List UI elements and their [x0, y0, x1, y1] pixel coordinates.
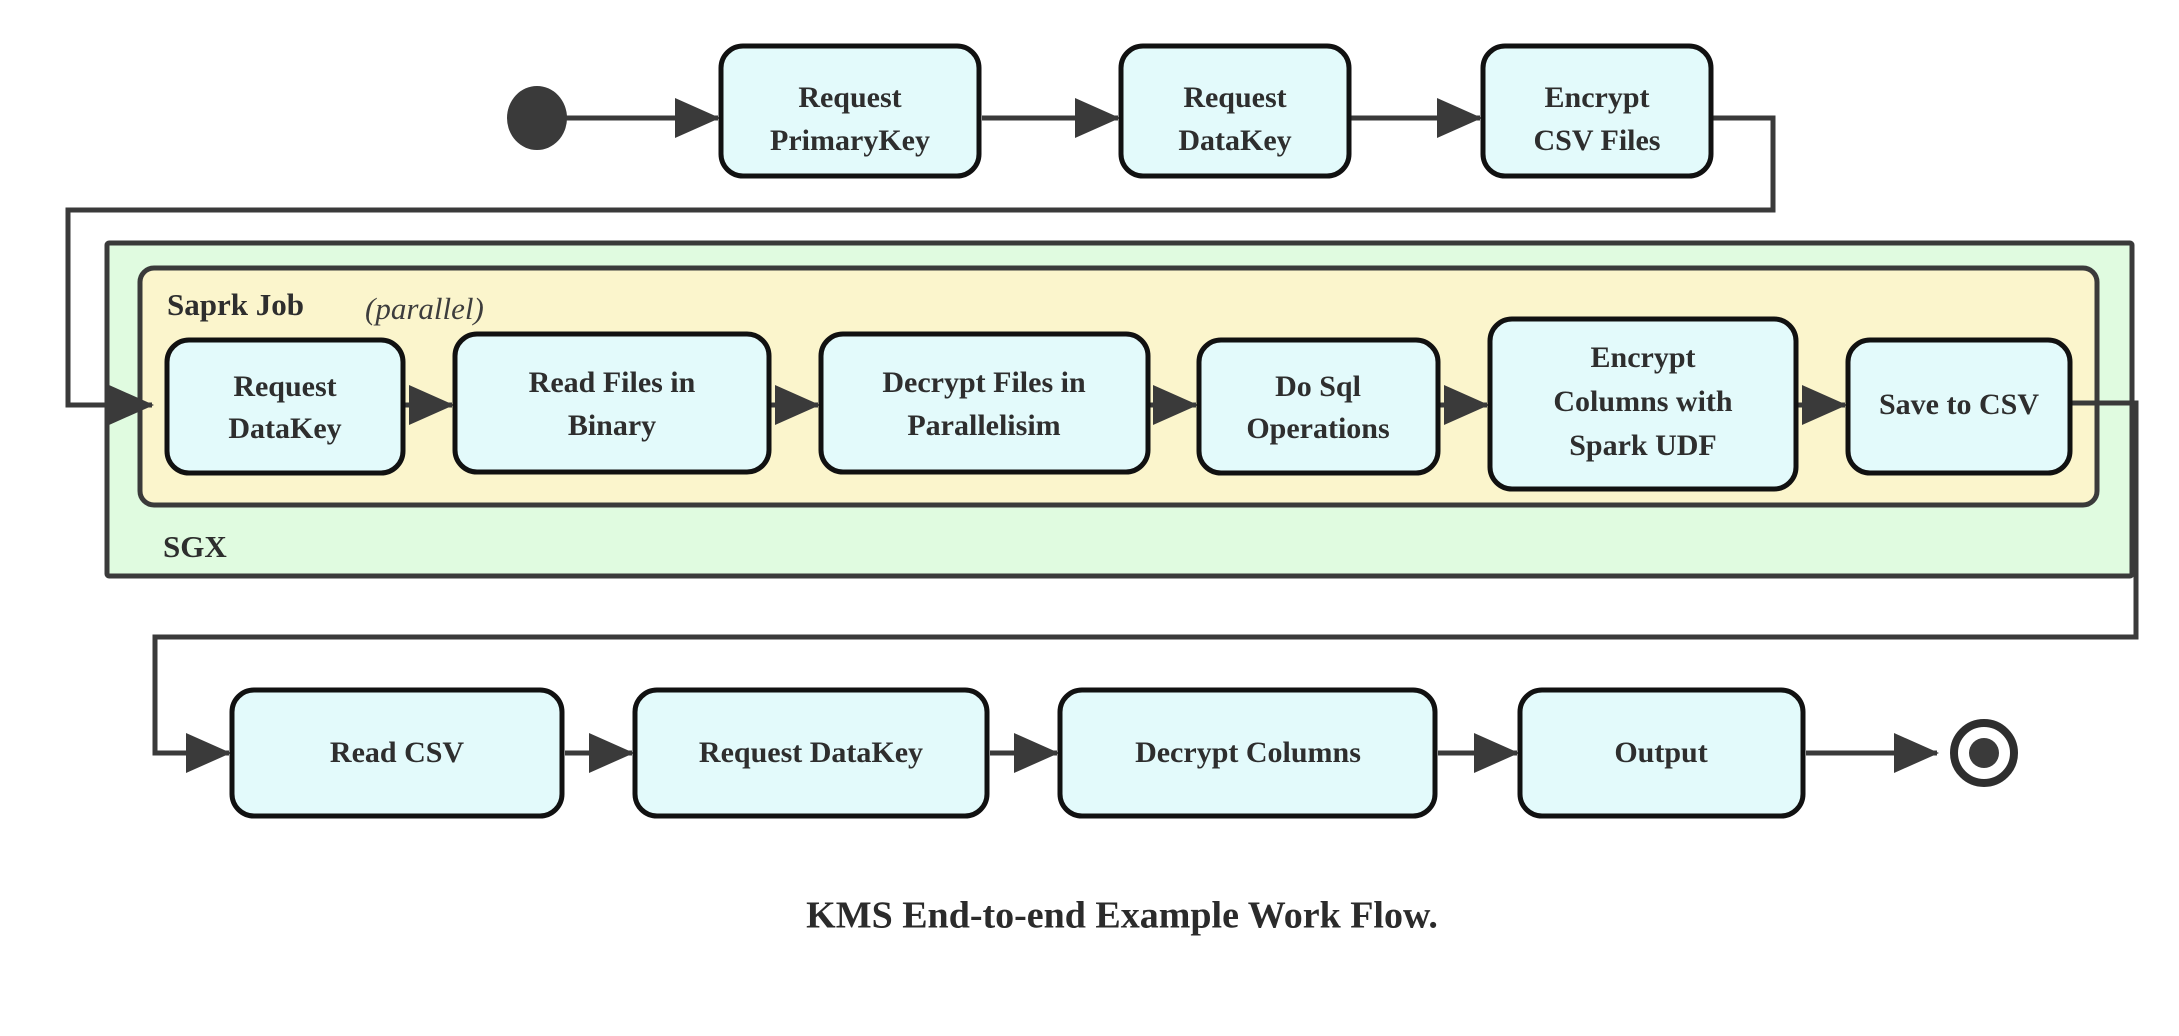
node-decrypt-columns[interactable]: Decrypt Columns: [1057, 687, 1438, 819]
spark-job-container-label: Saprk Job: [167, 287, 304, 322]
node-request-datakey-spark-line1: Request: [233, 370, 336, 403]
node-read-files-in-binary-line1: Read Files in: [529, 366, 696, 399]
start-node-circle: [507, 86, 567, 150]
node-read-csv-line1: Read CSV: [330, 736, 465, 769]
node-decrypt-files-in-parallelisim-line1: Decrypt Files in: [882, 366, 1086, 399]
node-decrypt-files-in-parallelisim-rect[interactable]: [818, 331, 1151, 475]
diagram-caption: KMS End-to-end Example Work Flow.: [806, 895, 1438, 937]
node-request-datakey-top-rect[interactable]: [1118, 43, 1352, 179]
node-do-sql-operations[interactable]: Do Sql Operations: [1196, 337, 1441, 476]
end-node: [1950, 719, 2018, 787]
node-decrypt-columns-rect[interactable]: [1057, 687, 1438, 819]
node-request-datakey-top-line2: DataKey: [1178, 124, 1291, 157]
node-read-files-in-binary-line2: Binary: [568, 409, 656, 442]
sgx-container-label: SGX: [163, 529, 227, 564]
node-do-sql-operations-rect[interactable]: [1196, 337, 1441, 476]
node-output-line1: Output: [1614, 736, 1707, 769]
node-save-to-csv-line1: Save to CSV: [1879, 388, 2039, 421]
edge-save-to-csv-to-read-csv: [152, 400, 2139, 773]
node-encrypt-csv-files-line2: CSV Files: [1534, 124, 1661, 157]
spark-job-parallel-label: (parallel): [365, 291, 484, 326]
node-request-datakey-spark-line2: DataKey: [228, 412, 341, 445]
node-request-datakey-spark[interactable]: Request DataKey: [164, 337, 406, 476]
node-read-files-in-binary[interactable]: Read Files in Binary: [452, 331, 772, 475]
node-request-datakey-bottom-rect[interactable]: [632, 687, 990, 819]
node-request-datakey-spark-rect[interactable]: [164, 337, 406, 476]
node-encrypt-columns-line1: Encrypt: [1591, 341, 1696, 374]
node-request-datakey-top-line1: Request: [1183, 81, 1286, 114]
node-output-rect[interactable]: [1517, 687, 1806, 819]
node-encrypt-csv-files[interactable]: Encrypt CSV Files: [1480, 43, 1714, 179]
node-decrypt-files-in-parallelisim-line2: Parallelisim: [907, 409, 1060, 442]
node-request-datakey-bottom[interactable]: Request DataKey: [632, 687, 990, 819]
edge-encrypt-csv-files-to-request-datakey-spark: [65, 115, 1776, 425]
start-node: [507, 86, 567, 150]
node-request-datakey-top[interactable]: Request DataKey: [1118, 43, 1352, 179]
node-encrypt-columns-with-spark-udf-rect[interactable]: [1487, 316, 1799, 492]
node-save-to-csv[interactable]: Save to CSV: [1845, 337, 2073, 476]
node-request-primarykey-rect[interactable]: [718, 43, 982, 179]
node-read-csv-rect[interactable]: [229, 687, 565, 819]
node-do-sql-operations-line2: Operations: [1246, 412, 1389, 445]
node-read-files-in-binary-rect[interactable]: [452, 331, 772, 475]
node-do-sql-operations-line1: Do Sql: [1275, 370, 1361, 403]
node-read-csv[interactable]: Read CSV: [229, 687, 565, 819]
node-request-primarykey[interactable]: Request PrimaryKey: [718, 43, 982, 179]
node-request-datakey-bottom-line1: Request DataKey: [699, 736, 923, 769]
node-save-to-csv-rect[interactable]: [1845, 337, 2073, 476]
node-encrypt-columns-line2: Columns with: [1553, 385, 1733, 418]
node-request-primarykey-line2: PrimaryKey: [770, 124, 930, 157]
node-encrypt-csv-files-rect[interactable]: [1480, 43, 1714, 179]
node-request-primarykey-line1: Request: [798, 81, 901, 114]
end-node-dot: [1969, 738, 1999, 768]
node-encrypt-csv-files-line1: Encrypt: [1545, 81, 1650, 114]
node-encrypt-columns-with-spark-udf[interactable]: Encrypt Columns with Spark UDF: [1487, 316, 1799, 492]
node-decrypt-files-in-parallelisim[interactable]: Decrypt Files in Parallelisim: [818, 331, 1151, 475]
node-output[interactable]: Output: [1517, 687, 1806, 819]
node-encrypt-columns-line3: Spark UDF: [1569, 429, 1717, 462]
node-decrypt-columns-line1: Decrypt Columns: [1135, 736, 1361, 769]
